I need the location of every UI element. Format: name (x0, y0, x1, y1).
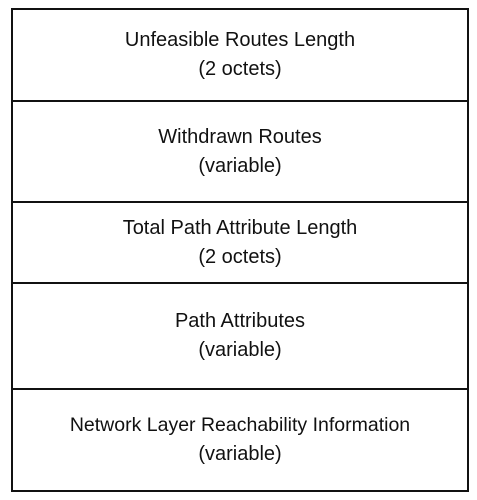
field-size: (2 octets) (198, 58, 282, 80)
field-name: Withdrawn Routes (158, 125, 322, 148)
field-name: Network Layer Reachability Information (69, 414, 411, 436)
field-size: (variable) (198, 154, 282, 177)
field-name: Unfeasible Routes Length (124, 29, 356, 51)
bgp-update-message-format: Unfeasible Routes Length (2 octets) With… (11, 8, 469, 492)
field-nlri: Network Layer Reachability Information (… (13, 390, 467, 490)
field-unfeasible-routes-length: Unfeasible Routes Length (2 octets) (13, 10, 467, 102)
field-total-path-attribute-length: Total Path Attribute Length (2 octets) (13, 203, 467, 284)
field-size: (variable) (198, 339, 282, 361)
field-size: (2 octets) (198, 245, 282, 268)
field-size: (variable) (198, 443, 282, 465)
field-withdrawn-routes: Withdrawn Routes (variable) (13, 102, 467, 203)
field-name: Path Attributes (174, 310, 306, 332)
field-path-attributes: Path Attributes (variable) (13, 284, 467, 390)
field-name: Total Path Attribute Length (122, 216, 358, 239)
